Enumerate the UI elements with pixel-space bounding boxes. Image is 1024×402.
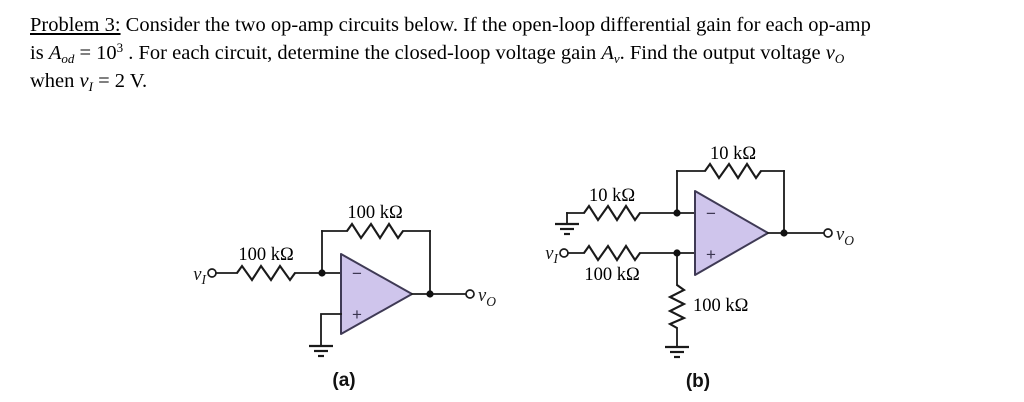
- circuit-b-ground-resistor-label: 100 kΩ: [693, 296, 748, 316]
- var-aod-base: A: [48, 42, 62, 64]
- exponent: 3: [116, 40, 124, 55]
- circuit-b-feedback-resistor: [704, 162, 762, 180]
- line2-text-1: is: [30, 42, 49, 64]
- circuit-b-output-voltage-label: vO: [836, 225, 854, 248]
- line2-text-4: . Find the output voltage: [619, 42, 826, 64]
- var-vi-base: v: [79, 70, 89, 92]
- circuit-b-opamp-plus-sign: +: [706, 245, 716, 264]
- circuit-b: 10 kΩ 10 kΩ vI 100 kΩ 100 kΩ − +: [545, 144, 854, 392]
- circuit-b-input-voltage-label: vI: [545, 244, 559, 266]
- var-vo-sub: O: [834, 51, 845, 66]
- wire: [320, 313, 342, 347]
- circuit-b-noninverting-input-resistor: [583, 244, 641, 262]
- circuit-b-opamp-minus-sign: −: [706, 204, 716, 223]
- circuit-b-inverting-input-resistor-label: 10 kΩ: [589, 186, 635, 206]
- problem-statement: Problem 3: Consider the two op-amp circu…: [30, 11, 1005, 95]
- circuit-a-vi-sub: I: [201, 272, 208, 287]
- circuit-a-opamp: [340, 253, 413, 335]
- circuit-b-inverting-node: [673, 209, 681, 217]
- circuit-a-inverting-node: [318, 269, 326, 277]
- circuit-a-input-voltage-label: vI: [193, 265, 207, 287]
- circuit-b-output-node: [780, 229, 788, 237]
- circuit-b-feedback-resistor-label: 10 kΩ: [710, 144, 756, 164]
- circuit-a-input-resistor: [236, 264, 296, 282]
- var-vi-sub: I: [88, 79, 93, 94]
- circuit-b-noninverting-input-resistor-label: 100 kΩ: [584, 265, 639, 285]
- circuit-b-inverting-input-resistor: [583, 204, 641, 222]
- circuit-b-vi-base: v: [545, 244, 554, 264]
- circuit-b-ground-resistor: [667, 284, 687, 329]
- var-av-base: A: [601, 42, 614, 64]
- problem-line-1-text: Consider the two op-amp circuits below. …: [120, 14, 871, 36]
- circuit-a-input-terminal: [207, 268, 217, 278]
- circuit-a-feedback-resistor-label: 100 kΩ: [347, 203, 402, 223]
- circuit-b-vo-base: v: [836, 225, 845, 245]
- circuit-a-ground-icon: [309, 344, 333, 358]
- line2-text-2: = 10: [74, 42, 117, 64]
- problem-line-3: when vI = 2 V.: [30, 67, 1005, 95]
- circuit-b-output-terminal: [823, 228, 833, 238]
- circuit-b-caption: (b): [686, 371, 710, 392]
- line3-text-2: = 2 V.: [92, 70, 148, 92]
- var-vo-base: v: [825, 42, 835, 64]
- circuit-a-vo-sub: O: [486, 294, 496, 309]
- circuit-b-vo-sub: O: [844, 233, 854, 248]
- circuit-a: vI 100 kΩ 100 kΩ − + vO: [193, 203, 496, 391]
- circuit-b-opamp: [694, 190, 769, 276]
- circuit-a-input-resistor-label: 100 kΩ: [238, 245, 293, 265]
- circuit-a-opamp-plus-sign: +: [352, 305, 362, 324]
- circuit-a-vo-base: v: [478, 286, 487, 306]
- problem-number-heading: Problem 3:: [30, 14, 121, 36]
- var-av-sub: v: [613, 51, 620, 66]
- line2-text-3: . For each circuit, determine the closed…: [123, 42, 602, 64]
- circuit-a-output-terminal: [465, 289, 475, 299]
- circuit-b-bottom-ground-icon: [665, 345, 689, 359]
- circuit-a-caption: (a): [332, 370, 355, 391]
- circuit-a-vi-base: v: [193, 265, 202, 285]
- circuit-a-output-voltage-label: vO: [478, 286, 496, 309]
- problem-line-1: Problem 3: Consider the two op-amp circu…: [30, 11, 1005, 39]
- circuit-a-feedback-resistor: [346, 222, 404, 240]
- circuit-b-input-terminal: [559, 248, 569, 258]
- circuit-a-output-node: [426, 290, 434, 298]
- circuit-b-noninverting-node: [673, 249, 681, 257]
- line3-text-1: when: [30, 70, 80, 92]
- circuit-b-left-ground-icon: [555, 222, 579, 236]
- circuit-b-vi-sub: I: [553, 251, 560, 266]
- problem-line-2: is Aod = 103 . For each circuit, determi…: [30, 39, 1005, 67]
- circuit-a-opamp-minus-sign: −: [352, 264, 362, 283]
- var-aod-sub: od: [61, 51, 75, 66]
